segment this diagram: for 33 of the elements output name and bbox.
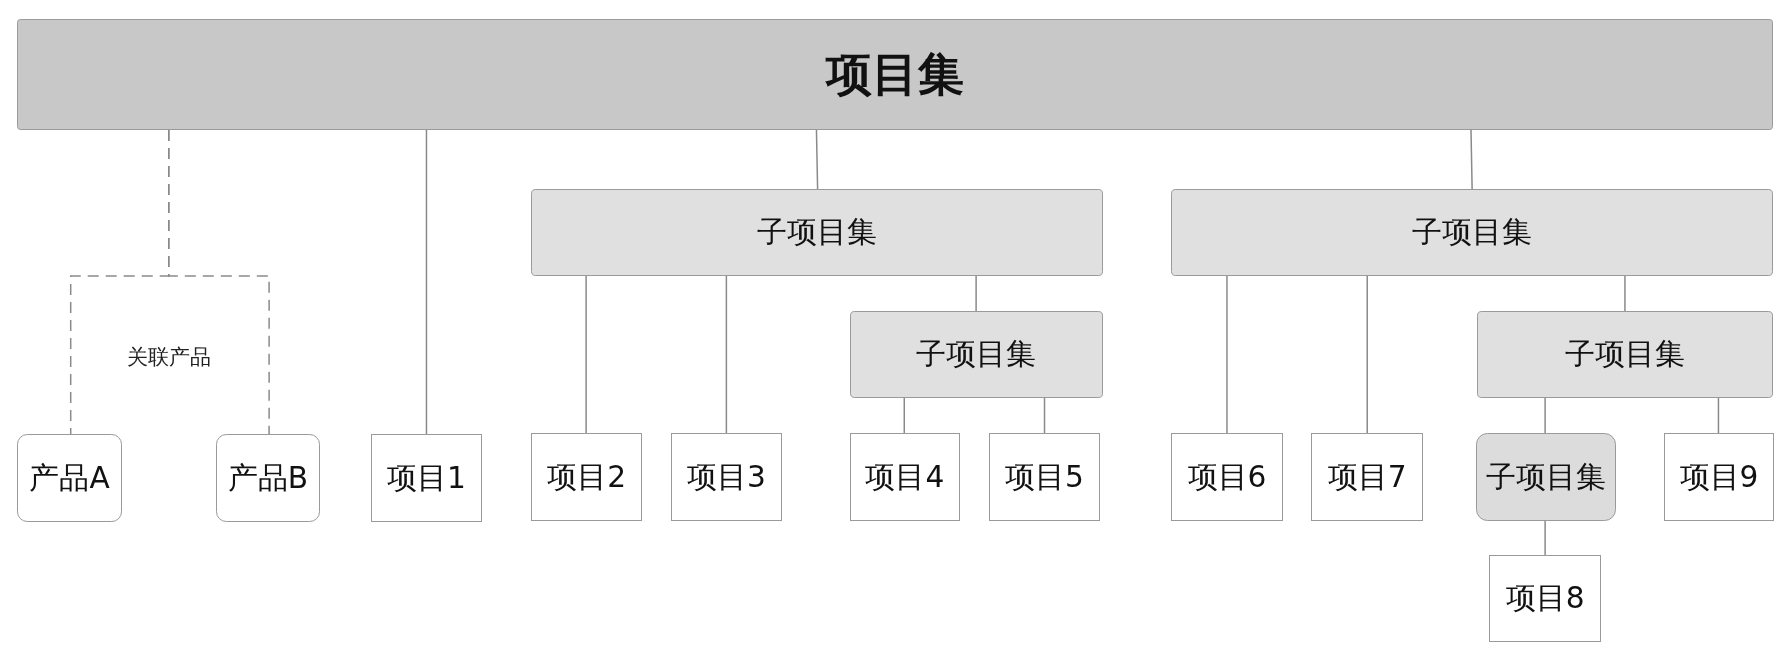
connector-line [1544,397,1546,435]
connector-line [1544,520,1546,557]
connector-line [425,129,428,436]
subprogram-box: 子项目集 [849,311,1103,398]
project-box: 项目4 [849,433,961,522]
project-box: 项目7 [1311,433,1424,522]
project-box: 项目8 [1489,555,1601,642]
connector-line [1366,275,1368,435]
subprogram-box: 子项目集 [531,189,1103,276]
connector-line [585,275,587,435]
connector-line [815,129,819,191]
connector-line [1470,129,1473,191]
project-box: 项目5 [988,433,1101,522]
connector-line [903,397,905,435]
project-box: 项目3 [670,433,783,522]
product-box: 产品B [215,434,321,523]
project-box: 项目6 [1171,433,1283,522]
connector-line [1226,275,1228,435]
connector-line [725,275,728,435]
product-box: 产品A [17,434,122,523]
connector-line [1717,397,1720,435]
dashed-connector [168,129,270,436]
subprogram-box: 子项目集 [1171,189,1774,276]
program-box: 项目集 [17,19,1774,130]
project-box: 项目9 [1663,433,1775,522]
project-box: 项目2 [531,433,642,522]
project-box: 项目1 [370,434,483,523]
connector-line [975,275,977,313]
group-label: 关联产品 [126,343,211,371]
subprogram-box: 子项目集 [1475,433,1616,522]
subprogram-box: 子项目集 [1476,311,1774,398]
connector-line [1624,275,1626,313]
connector-line [1043,397,1046,435]
